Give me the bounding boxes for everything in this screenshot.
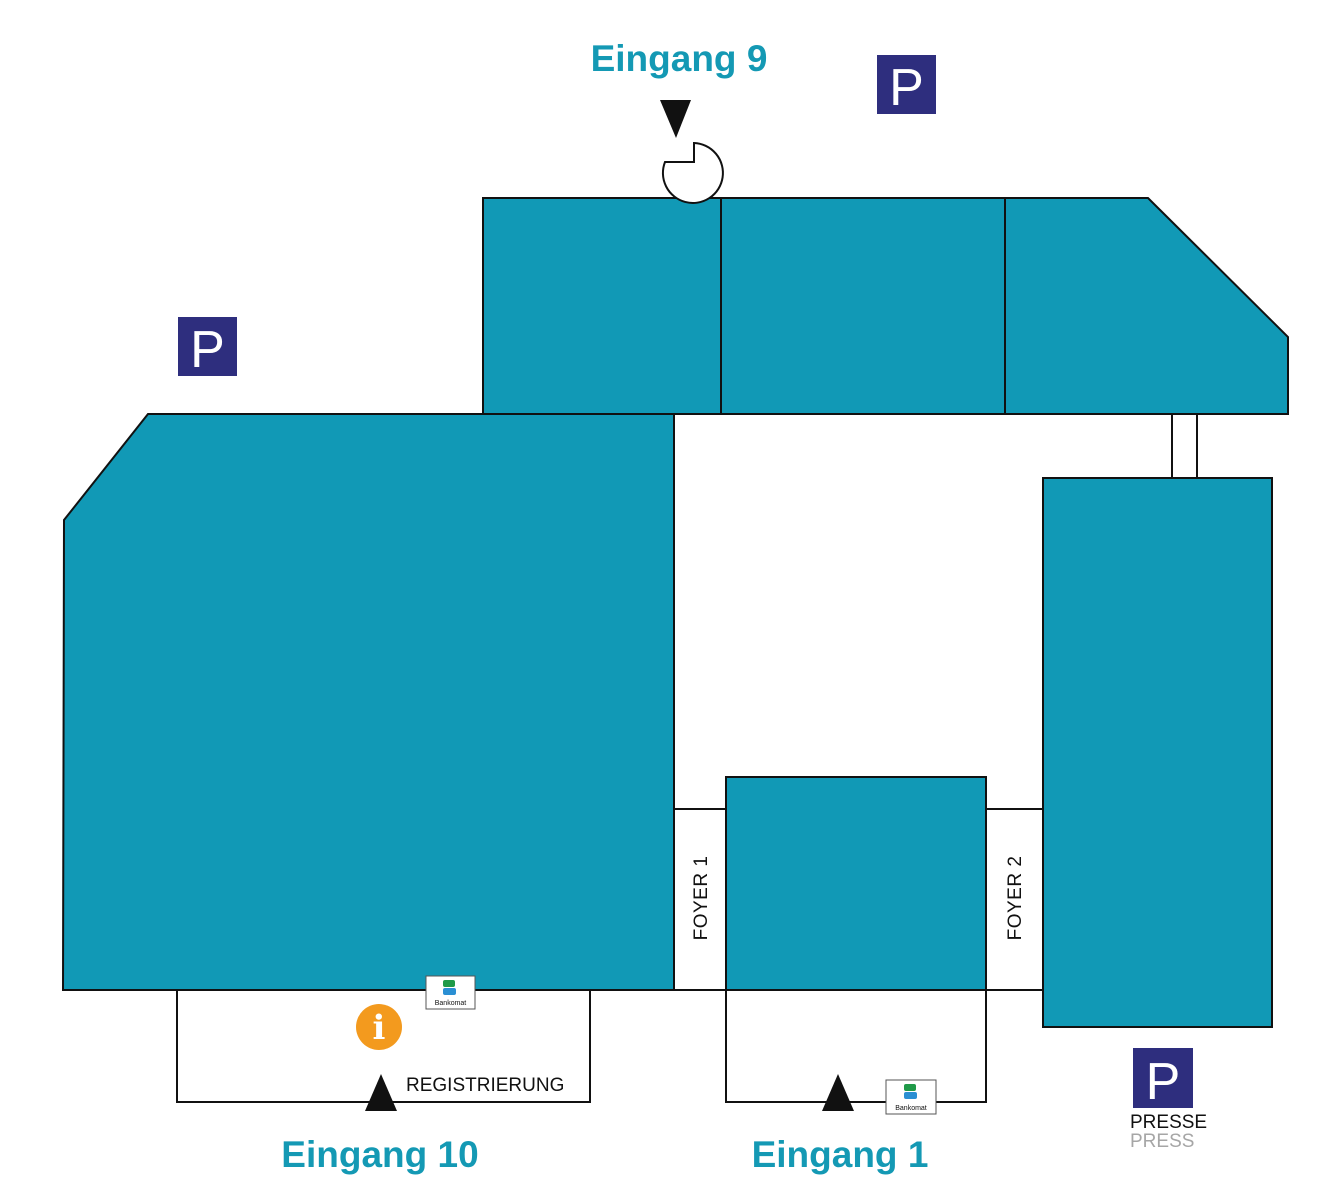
parking-letter: P: [889, 59, 924, 117]
bankomat-label: Bankomat: [435, 1000, 467, 1007]
entrance-arrow-icon: [660, 100, 691, 138]
hall-top-right[interactable]: [1004, 197, 1289, 415]
hall-right[interactable]: [1042, 477, 1273, 1028]
entrance-9-label[interactable]: Eingang 9: [591, 38, 768, 79]
parking-letter: P: [190, 321, 225, 379]
foyer-1-label: FOYER 1: [691, 856, 712, 941]
parking-letter: P: [1146, 1053, 1181, 1111]
bankomat-atm-icon-lower: [904, 1092, 917, 1099]
hall-top-left[interactable]: [482, 197, 722, 415]
entrance-10-label[interactable]: Eingang 10: [281, 1134, 478, 1175]
bankomat-atm-icon: [443, 980, 455, 987]
bankomat-atm-icon: [904, 1084, 916, 1091]
bankomat-atm-left[interactable]: Bankomat: [425, 975, 476, 1010]
bankomat-atm-icon-lower: [443, 988, 456, 995]
entrance-1-label[interactable]: Eingang 1: [752, 1134, 929, 1175]
registration-label: REGISTRIERUNG: [406, 1075, 564, 1096]
bankomat-label: Bankomat: [895, 1105, 927, 1112]
entrance-hall-1[interactable]: [725, 989, 987, 1103]
foyer-1[interactable]: [673, 808, 727, 991]
parking-sign-left[interactable]: P: [178, 317, 237, 379]
hall-center[interactable]: [725, 776, 987, 991]
hall-large-left[interactable]: [61, 413, 675, 991]
information-letter: i: [373, 1008, 386, 1048]
revolving-door-icon: [661, 141, 724, 204]
connector-passage: [1171, 413, 1198, 479]
bankomat-atm-center[interactable]: Bankomat: [885, 1079, 937, 1115]
parking-sign-icon: [1133, 1048, 1193, 1108]
parking-sign-icon: [877, 55, 936, 114]
foyer-2-label: FOYER 2: [1005, 856, 1026, 941]
entrance-arrow-icon: [822, 1074, 854, 1111]
press-label-en: PRESS: [1130, 1131, 1194, 1152]
hall-top-middle[interactable]: [720, 197, 1006, 415]
information-point[interactable]: i: [356, 1004, 402, 1050]
entrance-arrow-icon: [365, 1074, 397, 1111]
parking-sign-top[interactable]: P: [877, 55, 936, 117]
foyer-2[interactable]: [985, 808, 1044, 991]
parking-sign-press[interactable]: P: [1133, 1048, 1193, 1111]
press-label-de: PRESSE: [1130, 1112, 1207, 1133]
information-icon: [356, 1004, 402, 1050]
parking-sign-icon: [178, 317, 237, 376]
